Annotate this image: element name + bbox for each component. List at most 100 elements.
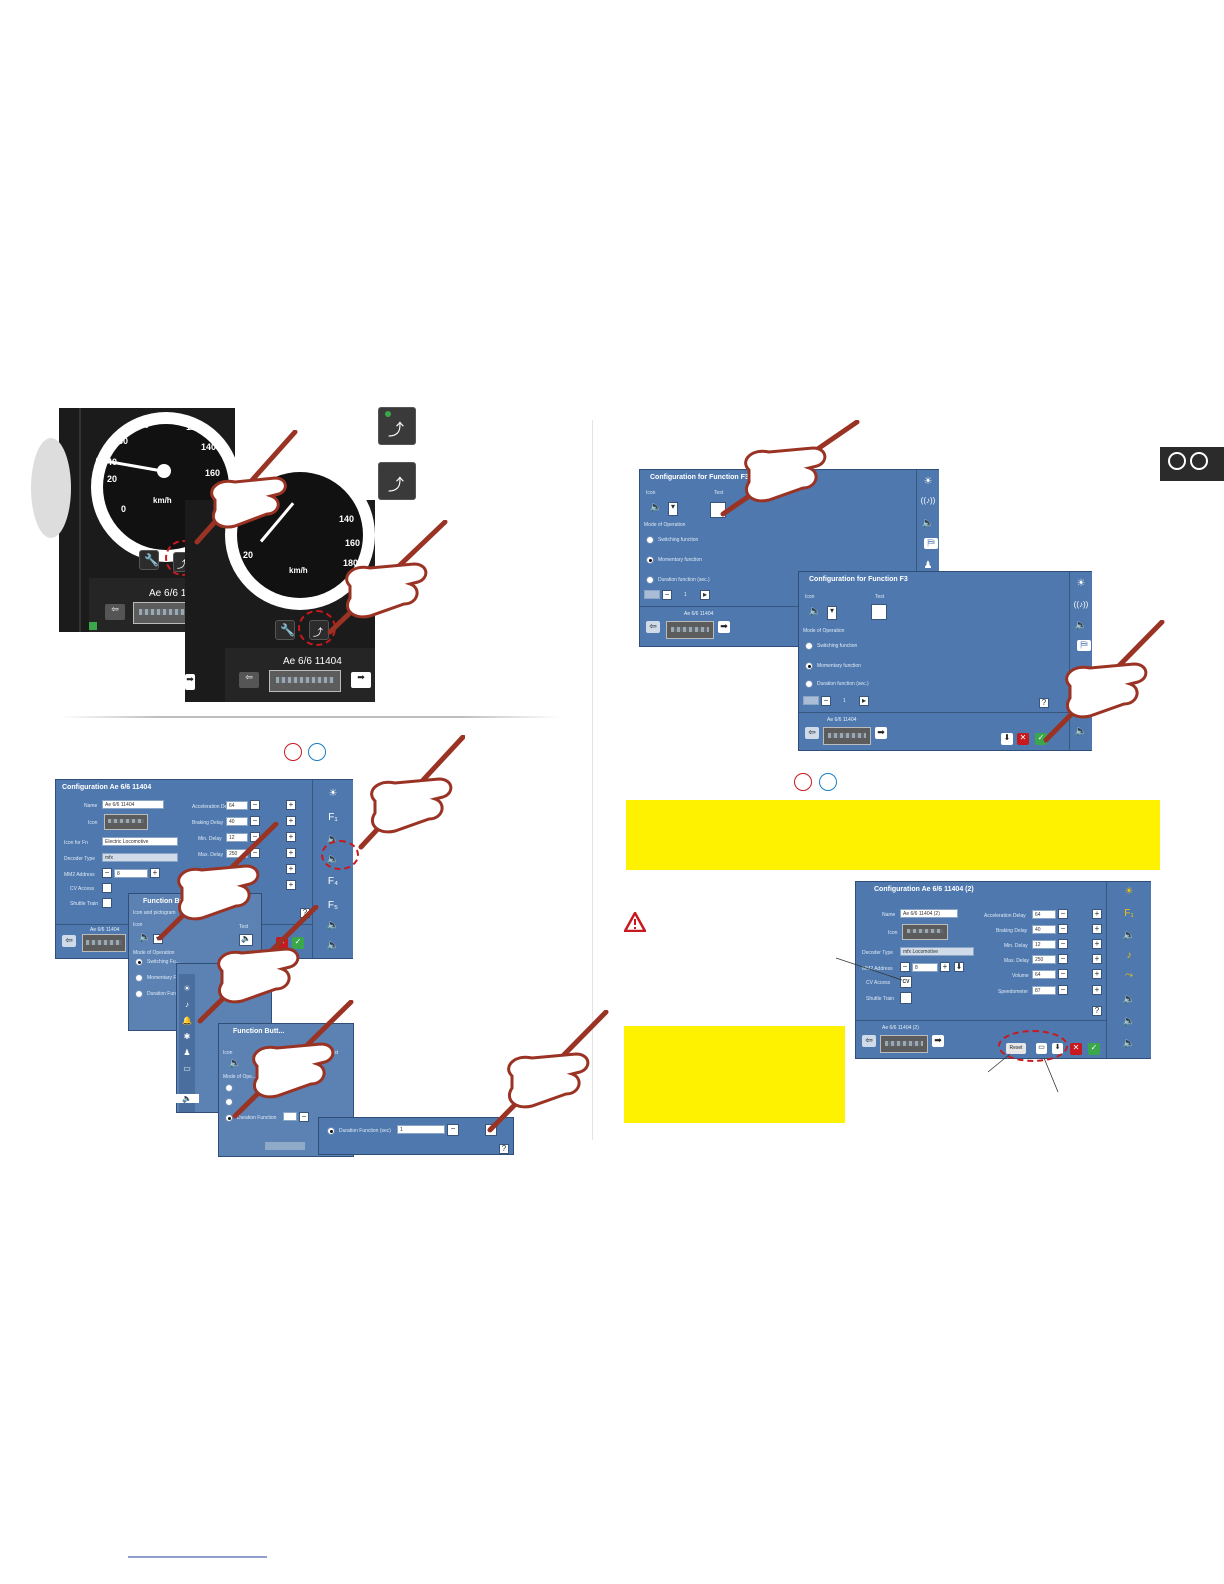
accel-input[interactable]: 64 <box>226 801 248 810</box>
horn-icon[interactable]: ♪ <box>1126 950 1132 961</box>
next-loco-button[interactable]: ➡ <box>351 672 371 688</box>
mm2-address-input[interactable]: 8 <box>912 963 938 972</box>
confirm-button[interactable]: ✓ <box>1088 1043 1100 1055</box>
extra-plus-button-2[interactable]: + <box>286 880 296 890</box>
max-delay-plus-button[interactable]: + <box>286 848 296 858</box>
settings-wrench-button-2[interactable]: 🔧 <box>275 620 295 640</box>
max-delay-input[interactable]: 250 <box>1032 955 1056 964</box>
name-input[interactable]: Ae 6/6 11404 <box>102 800 164 809</box>
cfg1-minus-button[interactable]: − <box>662 590 672 600</box>
volume-input[interactable]: 64 <box>1032 970 1056 979</box>
light-icon[interactable]: ☀ <box>1076 578 1086 589</box>
mm2-minus-button[interactable]: − <box>102 868 112 878</box>
prev-loco-button[interactable]: ⇦ <box>105 604 125 620</box>
sound-icon-1[interactable]: 🔈 <box>326 834 340 845</box>
next-loco-button[interactable]: ➡ <box>932 1035 944 1047</box>
cfg1-plus-button[interactable]: ▸ <box>700 590 710 600</box>
volume-minus-button[interactable]: − <box>1058 969 1068 979</box>
cfg2-plus-button[interactable]: ▸ <box>859 696 869 706</box>
accel-minus-button[interactable]: − <box>250 800 260 810</box>
cfg1-radio-switching[interactable] <box>646 536 654 544</box>
max-delay-plus-button[interactable]: + <box>1092 954 1102 964</box>
mm2-minus-button[interactable]: − <box>900 962 910 972</box>
speedometer-input[interactable]: 87 <box>1032 986 1056 995</box>
cfg1-icon-preview[interactable]: 🔈 <box>649 502 663 513</box>
back-button[interactable]: ⇦ <box>646 621 660 633</box>
list-icon-person[interactable]: ♟ <box>183 1048 191 1057</box>
cancel-button[interactable]: ✕ <box>1017 733 1029 745</box>
sound-icon-4[interactable]: 🔈 <box>326 940 340 951</box>
back-button[interactable]: ⇦ <box>805 727 819 739</box>
sound-icon-3[interactable]: 🔈 <box>1122 1016 1136 1027</box>
back-button[interactable]: ⇦ <box>862 1035 876 1047</box>
cfg2-icon-dropdown[interactable]: ▾ <box>827 606 837 620</box>
speedometer-plus-button[interactable]: + <box>1092 985 1102 995</box>
cancel-button[interactable]: ✕ <box>1070 1043 1082 1055</box>
accel-input[interactable]: 64 <box>1032 910 1056 919</box>
next-loco-button[interactable]: ➡ <box>875 727 887 739</box>
list-icon-sound[interactable]: 🔈 <box>175 1094 199 1103</box>
min-delay-plus-button[interactable]: + <box>1092 939 1102 949</box>
braking-plus-button[interactable]: + <box>286 816 296 826</box>
cv-access-button[interactable]: CV <box>900 976 912 988</box>
mm2-save-button[interactable]: ⬇ <box>954 962 964 972</box>
fb1-icon-preview[interactable]: 🔈 <box>138 932 152 943</box>
shuttle-train-button[interactable] <box>900 992 912 1004</box>
light-icon[interactable]: ☀ <box>1124 886 1134 897</box>
loco-icon-preview[interactable] <box>902 924 948 940</box>
list-icon-light[interactable]: ☀ <box>183 984 191 993</box>
accel-minus-button[interactable]: − <box>1058 909 1068 919</box>
duration-minus-button[interactable]: − <box>447 1124 459 1136</box>
sound-icon-3[interactable]: 🔈 <box>326 920 340 931</box>
sound-icon-2[interactable]: 🔈 <box>1122 994 1136 1005</box>
extra-plus-button-1[interactable]: + <box>286 864 296 874</box>
list-icon-horn[interactable]: ♪ <box>185 1000 189 1009</box>
fb1-radio-momentary[interactable] <box>135 974 143 982</box>
cfg1-radio-momentary[interactable] <box>646 556 654 564</box>
sound-icon-4[interactable]: 🔈 <box>1122 1038 1136 1049</box>
braking-input[interactable]: 40 <box>1032 925 1056 934</box>
person-icon[interactable]: ♟ <box>923 560 933 571</box>
braking-minus-button[interactable]: − <box>1058 924 1068 934</box>
list-icon-bell[interactable]: 🔔 <box>182 1016 192 1025</box>
accel-plus-button[interactable]: + <box>1092 909 1102 919</box>
prev-loco-button[interactable]: ⇦ <box>239 672 259 688</box>
light-icon[interactable]: ☀ <box>328 788 338 799</box>
duration-help-button[interactable]: ? <box>499 1144 509 1154</box>
mm2-plus-button[interactable]: + <box>940 962 950 972</box>
fb1-radio-duration[interactable] <box>135 990 143 998</box>
cfg2-icon-preview[interactable]: 🔈 <box>808 606 822 617</box>
next-edge-button[interactable]: ➡ <box>185 674 195 690</box>
shuttle-train-button[interactable] <box>102 898 112 908</box>
duration-input[interactable]: 1 <box>397 1125 445 1134</box>
f1-icon[interactable]: F₁ <box>1124 908 1134 919</box>
cfg2-radio-switching[interactable] <box>805 642 813 650</box>
fb3-footer-button[interactable] <box>265 1142 305 1150</box>
max-delay-minus-button[interactable]: − <box>1058 954 1068 964</box>
min-delay-input[interactable]: 12 <box>1032 940 1056 949</box>
name-input[interactable]: Ae 6/6 11404 (2) <box>900 909 958 918</box>
list-icon-fan[interactable]: ✱ <box>183 1032 191 1041</box>
accel-plus-button[interactable]: + <box>286 800 296 810</box>
cfg2-duration-field[interactable] <box>803 696 819 705</box>
loco-icon-preview[interactable] <box>104 814 148 830</box>
sound-icon-1[interactable]: 🔈 <box>1122 930 1136 941</box>
decoder-type-select[interactable]: mfx Locomotive <box>900 947 974 956</box>
cfg2-minus-button[interactable]: − <box>821 696 831 706</box>
cv-access-button[interactable] <box>102 883 112 893</box>
list-icon-train[interactable]: ▭ <box>183 1064 191 1073</box>
fb1-radio-switching[interactable] <box>135 958 143 966</box>
horn-icon[interactable]: ((♪)) <box>920 496 936 505</box>
min-delay-minus-button[interactable]: − <box>1058 939 1068 949</box>
cfg2-radio-momentary[interactable] <box>805 662 813 670</box>
f4-icon[interactable]: F₄ <box>327 876 339 887</box>
speedometer-minus-button[interactable]: − <box>1058 985 1068 995</box>
cfg2-radio-duration[interactable] <box>805 680 813 688</box>
mm2-address-input[interactable]: 8 <box>114 869 148 878</box>
cfg1-duration-field[interactable] <box>644 590 660 599</box>
save-button[interactable]: ⬇ <box>1001 733 1013 745</box>
cfg2-test-button[interactable] <box>871 604 887 620</box>
cfg1-radio-duration[interactable] <box>646 576 654 584</box>
min-delay-plus-button[interactable]: + <box>286 832 296 842</box>
help-button[interactable]: ? <box>1092 1006 1102 1016</box>
